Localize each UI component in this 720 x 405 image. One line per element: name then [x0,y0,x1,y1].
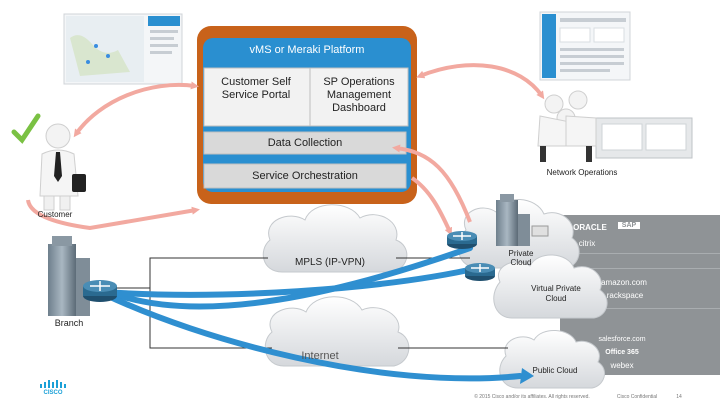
vendor-oracle-logo: ORACLE [573,223,607,232]
control-arrows [26,63,545,236]
vendor-salesforce-logo: salesforce.com [598,336,646,343]
datacenter-building-icon [496,194,549,246]
cisco-brand-text: CISCO [43,390,63,396]
vendor-webex-logo: webex [610,361,634,370]
internet-label: Internet [301,350,339,362]
vendor-citrix-logo: citrix [578,239,596,248]
blue-connections [101,245,523,382]
wan-links [100,257,508,349]
copyright-text: © 2015 Cisco and/or its affiliates. All … [474,394,590,400]
cisco-logo-icon [40,380,66,388]
page-number: 14 [676,394,682,400]
sp-dashboard-screenshot [539,11,631,81]
platform-title: vMS or Meraki Platform [249,44,365,56]
branch-building-icon [48,236,90,316]
internet-cloud [264,296,410,367]
virtual-private-cloud [493,254,608,319]
vendor-sap-logo: SAP [618,222,640,229]
vendor-rackspace-logo: rackspace [606,291,644,300]
private-cloud-label: Private Cloud [508,249,534,267]
data-collection-label: Data Collection [267,137,343,149]
virtual-private-cloud-label: Virtual Private Cloud [531,284,581,303]
branch-label: Branch [54,318,84,328]
network-operations-label: Network Operations [546,168,618,177]
public-cloud-label: Public Cloud [532,366,578,375]
customer-figure-icon [11,113,86,211]
private-cloud-router-icon [447,231,477,249]
sp-dashboard-label: SP Operations Management Dashboard [323,76,395,114]
mpls-label: MPLS (IP-VPN) [294,257,365,268]
platform-box [197,26,417,204]
vendor-office365-logo: Office 365 [605,349,639,356]
mpls-cloud [262,204,408,273]
customer-label: Customer [37,210,73,219]
virtual-cloud-router-icon [465,263,495,281]
public-cloud-arrowhead [520,368,534,384]
confidential-text: Cisco Confidential [616,394,658,400]
customer-portal-screenshot [63,13,183,85]
network-operations-icon [537,90,693,162]
customer-portal-label: Customer Self Service Portal [221,76,291,101]
vendor-amazon-logo: amazon.com [601,278,647,287]
service-orchestration-label: Service Orchestration [252,170,358,182]
branch-router-icon [83,280,117,302]
